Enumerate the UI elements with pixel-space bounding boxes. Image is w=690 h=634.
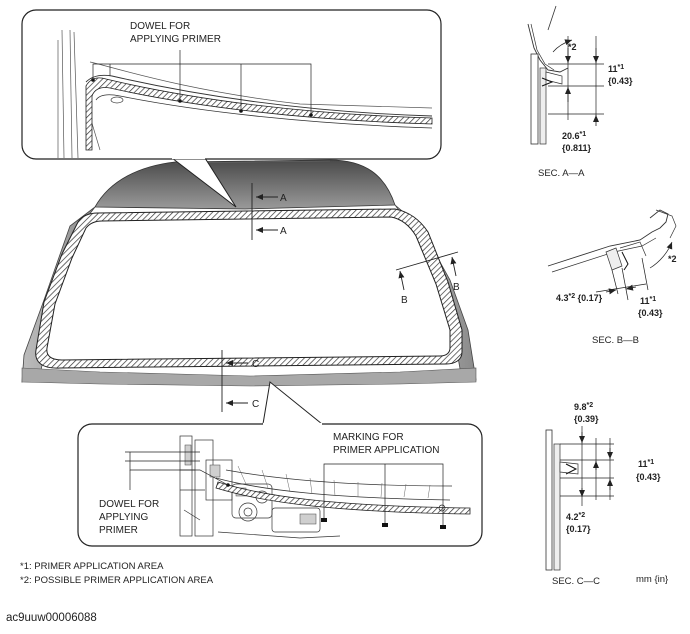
dowel-top-label-line2: APPLYING PRIMER <box>130 34 221 45</box>
top-primer-band <box>85 77 433 151</box>
sec-b-dim2-inch: {0.43} <box>638 308 663 318</box>
top-detail-balloon: DOWEL FOR APPLYING PRIMER <box>21 9 442 208</box>
bottom-balloon-pointer <box>262 381 324 425</box>
sec-c-dim2-inch: {0.43} <box>636 472 661 482</box>
cowl-strip <box>21 367 477 387</box>
section-a-drawing <box>527 5 604 145</box>
footnote-1: *1: PRIMER APPLICATION AREA <box>20 560 213 574</box>
sec-a-title: SEC. A—A <box>538 168 585 179</box>
footnote-1-mark: *1: <box>20 561 32 572</box>
cut-c-top-label: C <box>252 359 259 370</box>
footnote-1-text: PRIMER APPLICATION AREA <box>34 561 164 572</box>
bottom-balloon-frame <box>77 423 483 547</box>
sec-a-dim1-inch: {0.43} <box>608 76 633 86</box>
sec-b-dim2: 11*1 <box>640 296 656 306</box>
marking-label-line1: MARKING FOR <box>333 432 404 443</box>
sec-a-angle-arc <box>552 39 573 53</box>
roof-panel <box>94 159 396 210</box>
dowel-bottom-label-line3: PRIMER <box>99 525 138 536</box>
marking-label-line2: PRIMER APPLICATION <box>333 445 440 456</box>
windshield-glass <box>46 216 451 361</box>
sec-b-angle-arc <box>649 241 673 269</box>
dowel-top-label-line1: DOWEL FOR <box>130 21 190 32</box>
cut-a-marker: A A <box>251 183 287 240</box>
cut-c-marker: C C <box>221 350 259 412</box>
sec-a-dim2: 20.6*1 <box>562 131 586 141</box>
windshield-main-view <box>21 159 477 387</box>
cut-b-right-label: B <box>453 282 460 293</box>
sec-b-angle-label: *2 <box>668 254 677 264</box>
sec-c-title: SEC. C—C <box>552 576 600 587</box>
image-code: ac9uuw00006088 <box>6 612 97 624</box>
top-balloon-frame <box>21 9 442 160</box>
footnotes: *1: PRIMER APPLICATION AREA *2: POSSIBLE… <box>20 560 213 588</box>
cut-c-bottom-label: C <box>252 399 259 410</box>
sec-b-dim1: 4.3*2 {0.17} <box>556 293 603 303</box>
cut-b-marker: B B <box>395 251 460 306</box>
sec-a-dim1: 11*1 <box>608 64 624 74</box>
sec-c-dim1-inch: {0.39} <box>574 414 599 424</box>
sec-a-angle-label: *2 <box>568 42 577 52</box>
bottom-primer-band <box>215 481 471 515</box>
section-c-drawing <box>545 426 614 571</box>
cut-a-top-label: A <box>280 193 287 204</box>
dowel-bottom-label-line2: APPLYING <box>99 512 148 523</box>
sec-c-dim1: 9.8*2 <box>574 402 593 412</box>
cowl-mechanism-detail <box>179 435 341 539</box>
sec-c-dim2: 11*1 <box>638 459 654 469</box>
footnote-2-text: POSSIBLE PRIMER APPLICATION AREA <box>34 575 214 586</box>
footnote-2: *2: POSSIBLE PRIMER APPLICATION AREA <box>20 574 213 588</box>
sec-b-title: SEC. B—B <box>592 335 639 346</box>
bottom-detail-balloon: MARKING FOR PRIMER APPLICATION DOWEL FOR… <box>77 381 483 547</box>
sec-c-dim3-inch: {0.17} <box>566 524 591 534</box>
dowel-bottom-label-line1: DOWEL FOR <box>99 499 159 510</box>
sec-a-dim2-inch: {0.811} <box>562 143 592 153</box>
units-label: mm {in} <box>636 574 669 585</box>
section-b-drawing <box>547 209 677 301</box>
cut-a-bottom-label: A <box>280 226 287 237</box>
sec-c-dim3: 4.2*2 <box>566 512 585 522</box>
footnote-2-mark: *2: <box>20 575 32 586</box>
cut-b-left-label: B <box>401 295 408 306</box>
